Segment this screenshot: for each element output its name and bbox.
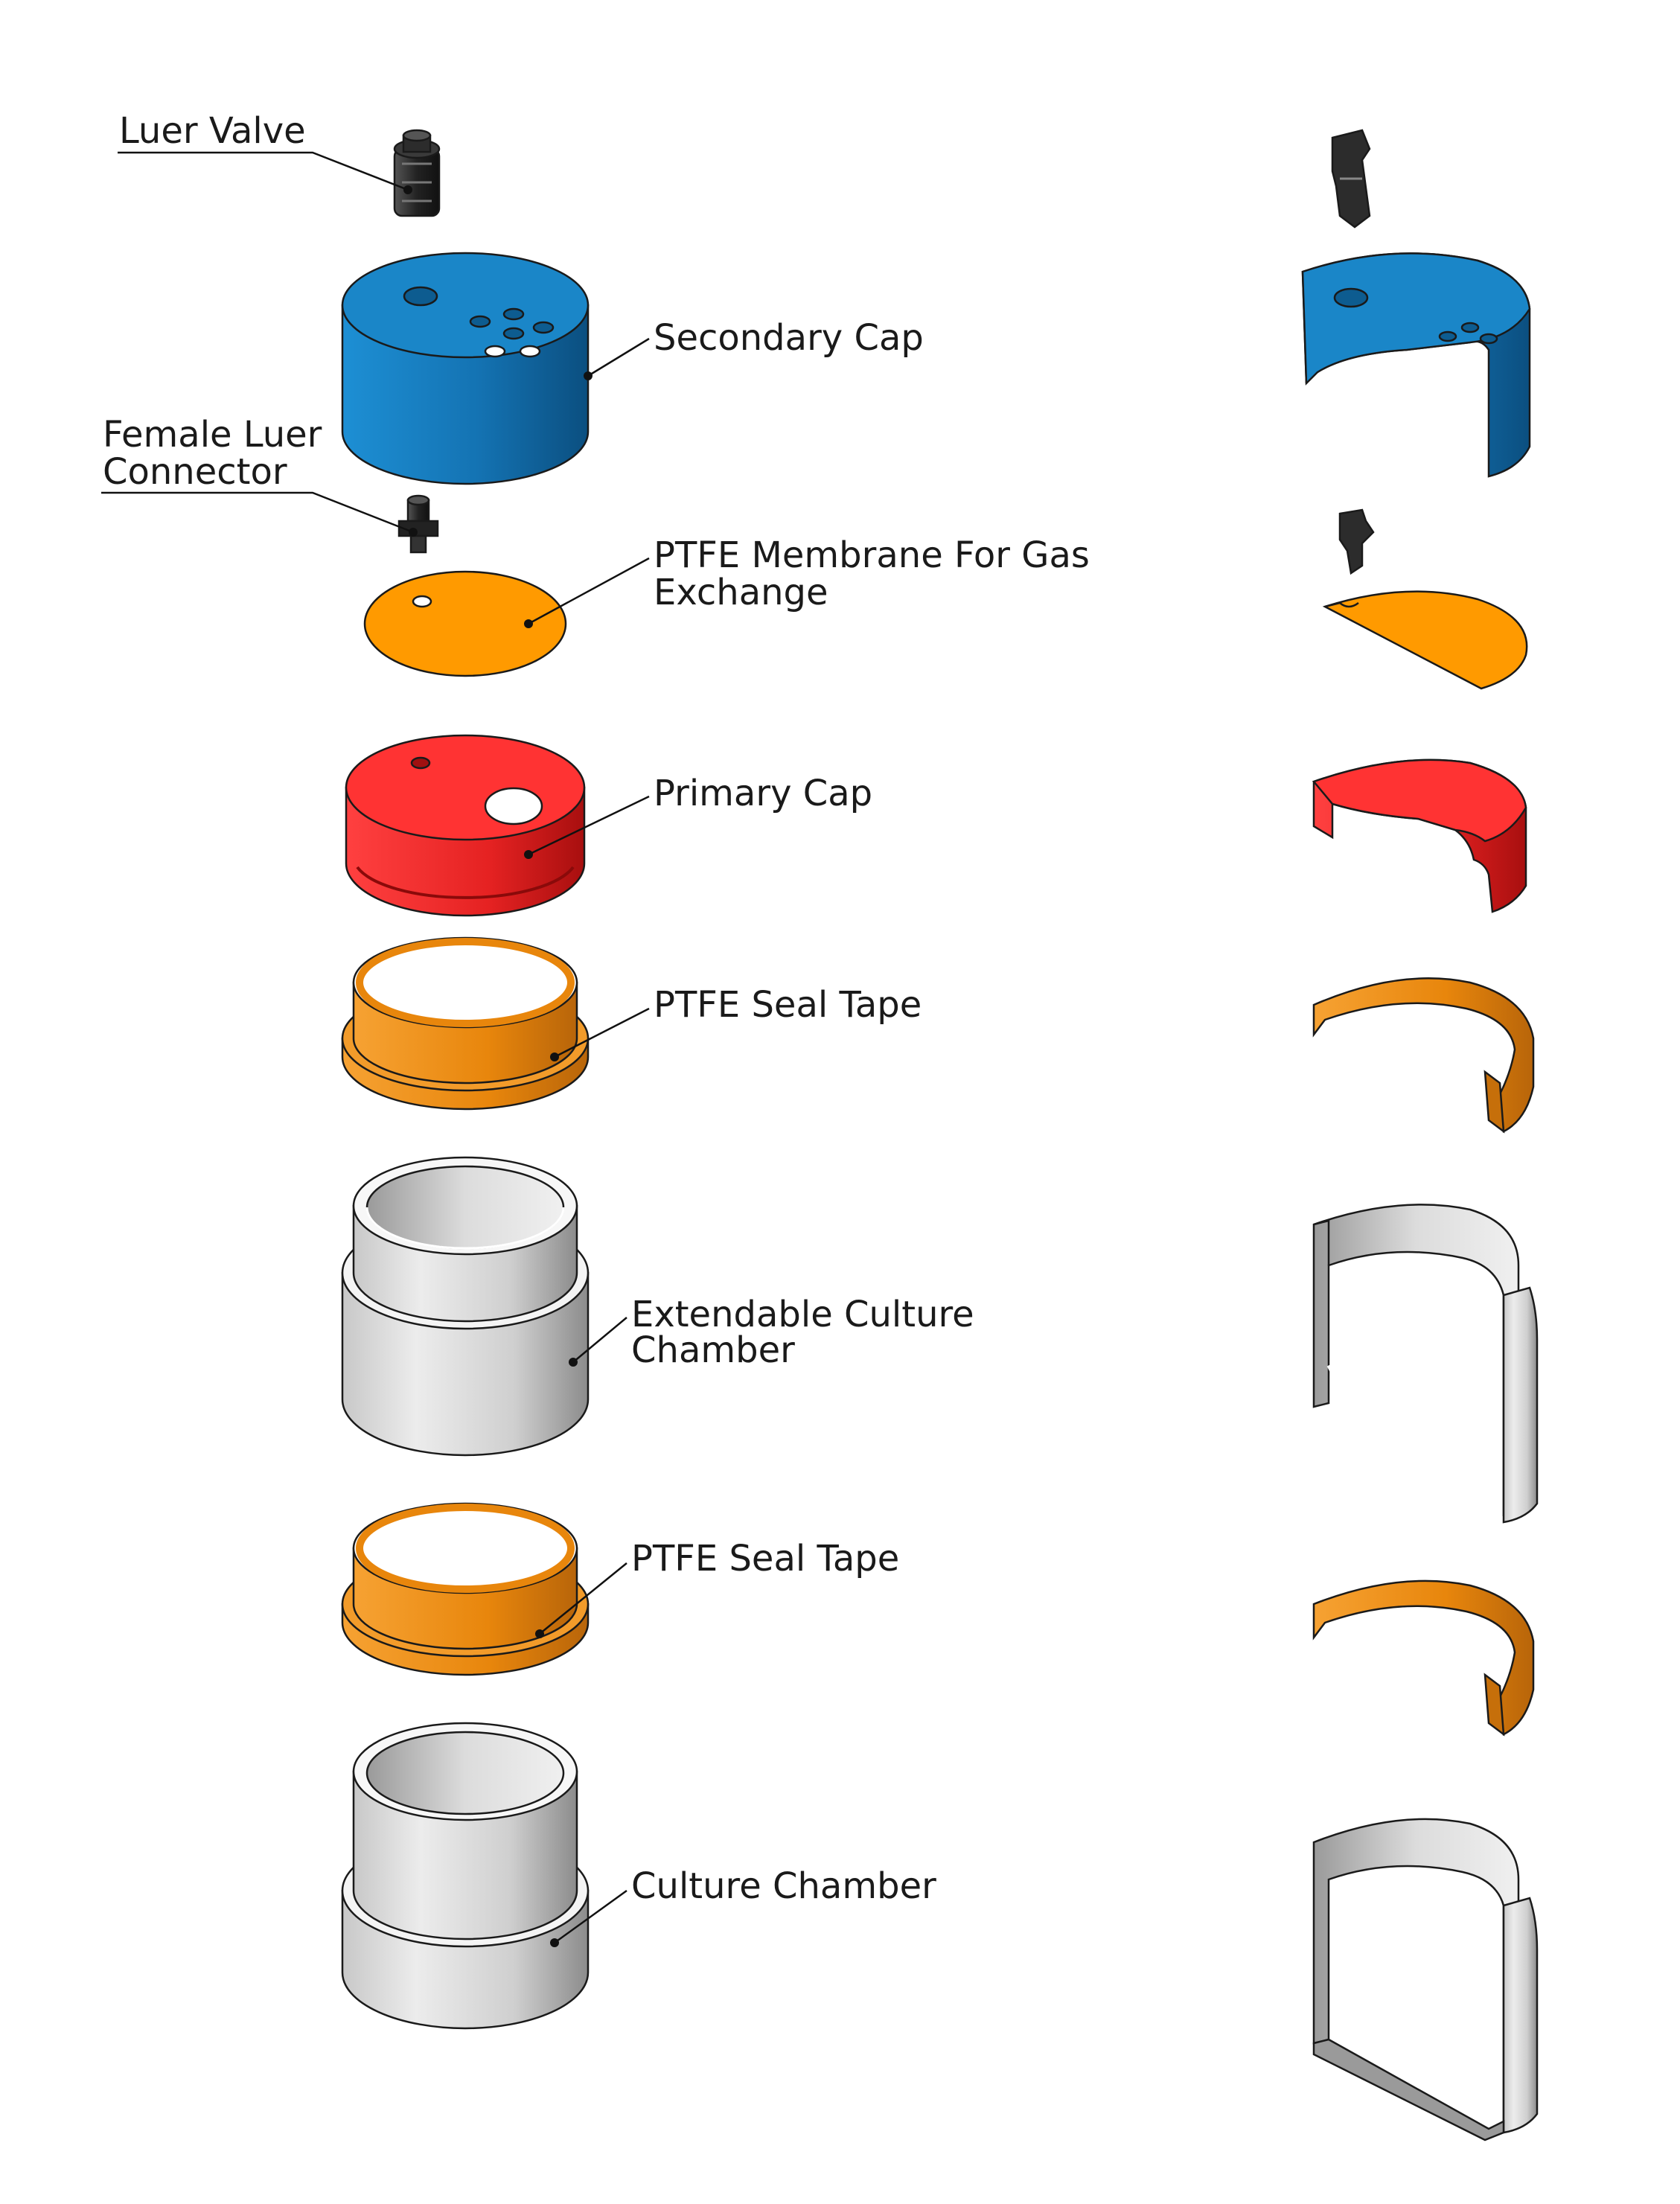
primary-cap-label: Primary Cap bbox=[654, 773, 872, 814]
extendable-chamber-section bbox=[1312, 1204, 1539, 1524]
ptfe-seal-tape-lower-label: PTFE Seal Tape bbox=[631, 1538, 899, 1579]
luer-valve-label: Luer Valve bbox=[119, 110, 306, 152]
ptfe-membrane-part bbox=[363, 570, 567, 677]
ptfe-seal-tape-lower-section bbox=[1312, 1579, 1535, 1737]
secondary-cap-part bbox=[341, 252, 590, 485]
label-extendable-culture-chamber: Extendable Culture Chamber bbox=[569, 1294, 974, 1371]
luer-valve-part bbox=[393, 129, 441, 217]
ptfe-membrane-section bbox=[1322, 590, 1528, 690]
ptfe-seal-tape-upper-section bbox=[1312, 977, 1535, 1134]
label-ptfe-seal-tape-lower: PTFE Seal Tape bbox=[535, 1538, 899, 1638]
ptfe-seal-tape-lower-part bbox=[341, 1502, 590, 1676]
ptfe-seal-tape-upper-label: PTFE Seal Tape bbox=[654, 984, 922, 1026]
label-primary-cap: Primary Cap bbox=[524, 773, 872, 859]
female-luer-section bbox=[1338, 508, 1375, 575]
ptfe-membrane-label-line1: PTFE Membrane For Gas bbox=[654, 534, 1090, 576]
extendable-chamber-label-line2: Chamber bbox=[631, 1329, 795, 1371]
female-luer-label-line2: Connector bbox=[103, 451, 287, 493]
ptfe-membrane-label-line2: Exchange bbox=[654, 572, 828, 613]
female-luer-label-line1: Female Luer bbox=[103, 414, 322, 456]
primary-cap-section bbox=[1312, 758, 1527, 913]
secondary-cap-section bbox=[1301, 252, 1531, 478]
label-ptfe-membrane: PTFE Membrane For Gas Exchange bbox=[524, 534, 1090, 628]
label-luer-valve: Luer Valve bbox=[118, 110, 412, 194]
culture-chamber-section bbox=[1312, 1818, 1539, 2141]
label-secondary-cap: Secondary Cap bbox=[584, 317, 924, 380]
extendable-culture-chamber-part bbox=[341, 1156, 590, 1457]
ptfe-seal-tape-upper-part bbox=[341, 936, 590, 1111]
label-culture-chamber: Culture Chamber bbox=[550, 1865, 936, 1947]
label-ptfe-seal-tape-upper: PTFE Seal Tape bbox=[550, 984, 922, 1061]
primary-cap-part bbox=[345, 734, 586, 917]
extendable-chamber-label-line1: Extendable Culture bbox=[631, 1294, 974, 1335]
culture-chamber-part bbox=[341, 1722, 590, 2030]
label-female-luer-connector: Female Luer Connector bbox=[101, 414, 418, 537]
secondary-cap-label: Secondary Cap bbox=[654, 317, 924, 359]
female-luer-connector-part bbox=[397, 494, 439, 554]
culture-chamber-label: Culture Chamber bbox=[631, 1865, 936, 1907]
luer-valve-section bbox=[1331, 129, 1371, 229]
